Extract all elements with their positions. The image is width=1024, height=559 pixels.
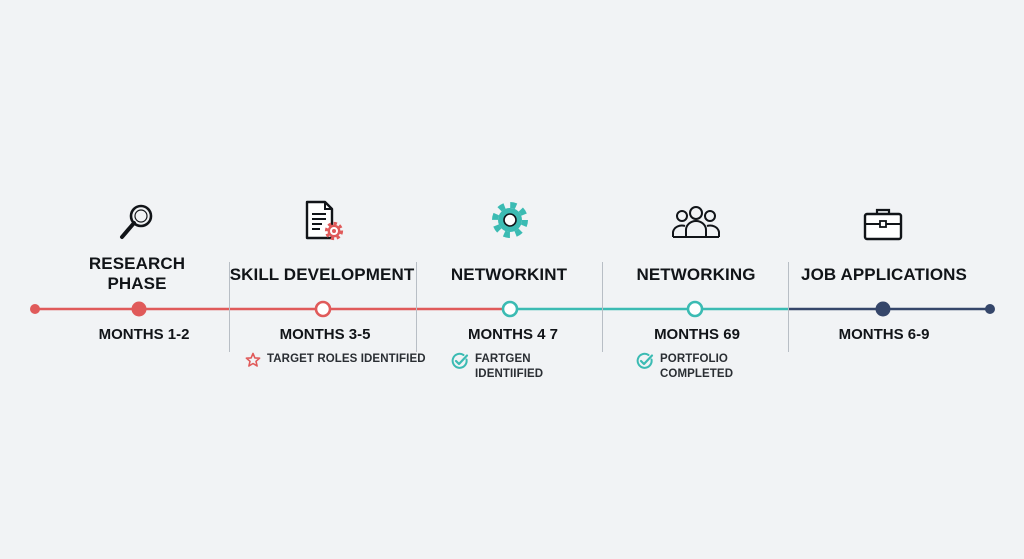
milestone-label: PORTFOLIO COMPLETED <box>660 353 734 380</box>
milestone-label: TARGET ROLES IDENTIFIED <box>267 353 426 365</box>
months-label-networkint: MONTHS 4 7 <box>467 326 558 343</box>
divider-2 <box>416 262 417 352</box>
phase-title-research: RESEARCH PHASE <box>88 254 186 293</box>
milestone-label: FARTGEN IDENTIIFIED <box>475 353 544 380</box>
marker-job-applications <box>875 301 891 317</box>
phase-title-job-applications: JOB APPLICATIONS <box>801 265 967 284</box>
marker-research <box>131 301 147 317</box>
phase-title-networkint: NETWORKINT <box>450 265 568 284</box>
briefcase-icon <box>863 208 903 241</box>
team-icon <box>672 206 720 238</box>
marker-networking <box>686 300 704 318</box>
phase-title-networking: NETWORKING <box>636 265 756 284</box>
timeline-start-dot <box>30 304 40 314</box>
divider-1 <box>229 262 230 352</box>
marker-skill-development <box>314 300 332 318</box>
check-circle-icon <box>451 352 469 369</box>
divider-3 <box>602 262 603 352</box>
months-label-job-applications: MONTHS 6-9 <box>838 326 930 343</box>
milestone-target-roles: TARGET ROLES IDENTIFIED <box>245 352 426 368</box>
milestone-fartgen: FARTGEN IDENTIIFIED <box>451 352 543 382</box>
marker-networkint <box>501 300 519 318</box>
star-icon <box>245 352 261 367</box>
magnifier-icon <box>120 204 153 239</box>
months-label-research: MONTHS 1-2 <box>98 326 190 343</box>
phase-title-skill-development: SKILL DEVELOPMENT <box>229 265 415 284</box>
milestone-portfolio: PORTFOLIO COMPLETED <box>636 352 733 382</box>
check-circle-icon <box>636 352 654 369</box>
divider-4 <box>788 262 789 352</box>
document-gear-icon <box>305 200 344 241</box>
timeline-end-dot <box>985 304 995 314</box>
months-label-networking: MONTHS 69 <box>654 326 740 343</box>
gear-icon <box>492 202 528 238</box>
months-label-skill-development: MONTHS 3-5 <box>279 326 371 343</box>
